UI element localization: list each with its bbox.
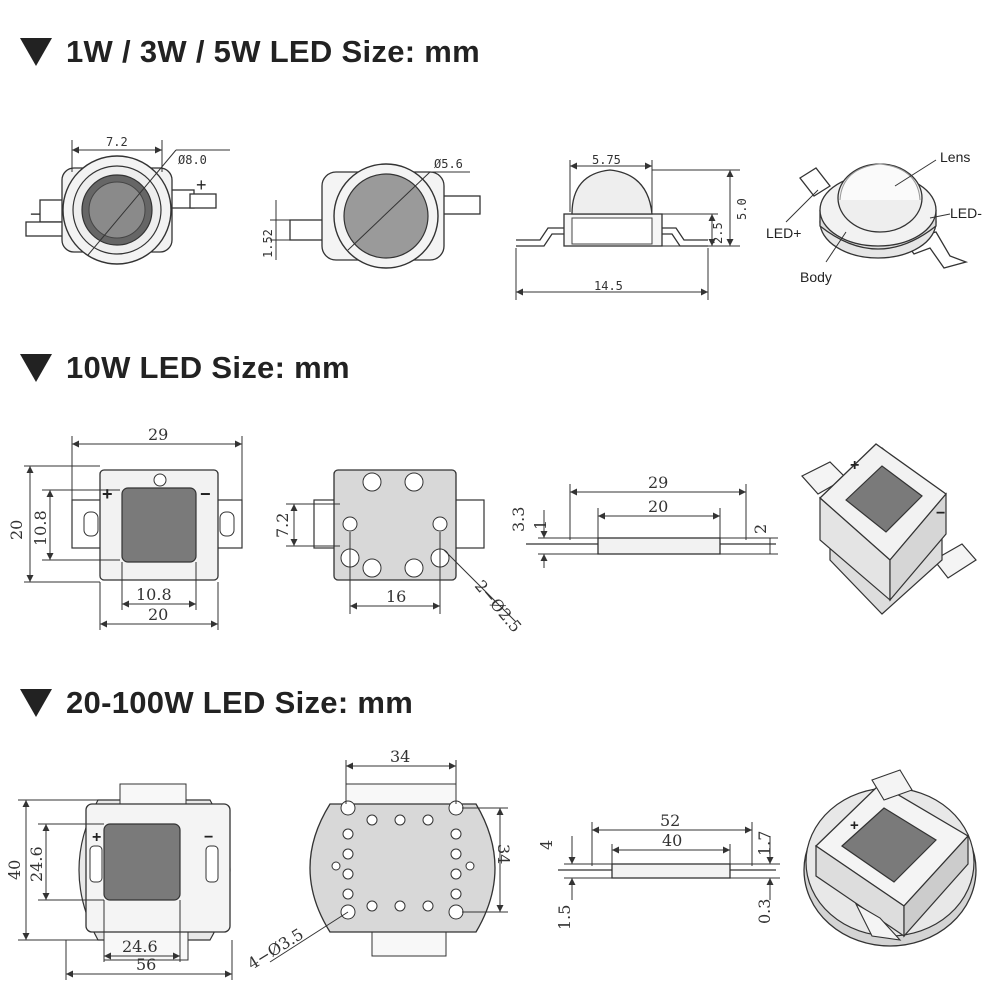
section-heading-small: 1W / 3W / 5W LED Size: mm bbox=[20, 34, 480, 70]
small-side-length-label: 14.5 bbox=[594, 279, 623, 293]
led10-iso-minus: − bbox=[936, 505, 945, 522]
led10-plus-sign: + bbox=[102, 484, 113, 504]
section-title: 20-100W LED Size: mm bbox=[66, 685, 414, 720]
iso-led-minus-label: LED- bbox=[950, 205, 982, 221]
section-title: 10W LED Size: mm bbox=[66, 350, 350, 385]
led10-side-h1-label: 3.3 bbox=[509, 507, 528, 532]
led100-front-view: 40 24.6 24.6 56 + − bbox=[5, 783, 233, 980]
small-back-diameter-label: Ø5.6 bbox=[434, 157, 463, 171]
led10-left-inner-label: 10.8 bbox=[31, 510, 50, 546]
small-led-back-view: Ø5.6 1.52 bbox=[261, 157, 481, 269]
led100-back-holes-label: 4−Ø3.5 bbox=[244, 924, 307, 973]
led100-bottom-width-label: 56 bbox=[136, 955, 156, 974]
led100-plus-sign: + bbox=[92, 829, 101, 846]
small-minus-sign: − bbox=[30, 204, 41, 224]
led10-back-height-label: 7.2 bbox=[273, 513, 292, 538]
led100-left-height-label: 40 bbox=[5, 860, 24, 880]
led10-side-inner-label: 20 bbox=[648, 497, 668, 516]
led100-back-top-label: 34 bbox=[390, 747, 410, 766]
led100-side-h3-label: 1.7 bbox=[755, 831, 774, 856]
led100-back-right-label: 34 bbox=[494, 844, 513, 864]
small-plus-sign: + bbox=[196, 175, 207, 195]
section-title: 1W / 3W / 5W LED Size: mm bbox=[66, 34, 480, 69]
small-side-body-label: 2.5 bbox=[711, 222, 725, 244]
led10-bottom-inner-label: 10.8 bbox=[136, 585, 172, 604]
small-front-width-label: 7.2 bbox=[106, 135, 128, 149]
small-led-iso-view: Lens LED+ LED- Body bbox=[766, 149, 982, 285]
led10-side-total-label: 29 bbox=[648, 473, 668, 492]
triangle-down-icon bbox=[20, 689, 52, 717]
led10-iso-view: + − bbox=[801, 443, 977, 615]
small-side-height-label: 5.0 bbox=[735, 198, 749, 220]
iso-body-label: Body bbox=[800, 269, 832, 285]
led10-side-h3-label: 2 bbox=[751, 524, 770, 534]
small-front-diameter-label: Ø8.0 bbox=[178, 153, 207, 167]
led10-bottom-width-label: 20 bbox=[148, 605, 168, 624]
triangle-down-icon bbox=[20, 354, 52, 382]
led100-iso-plus: + bbox=[850, 817, 859, 834]
led100-left-inner-label: 24.6 bbox=[27, 846, 46, 882]
led10-left-height-label: 20 bbox=[7, 520, 26, 540]
led10-iso-plus: + bbox=[850, 457, 859, 474]
triangle-down-icon bbox=[20, 38, 52, 66]
small-back-lead-label: 1.52 bbox=[261, 229, 275, 258]
led100-side-h2-label: 1.5 bbox=[555, 905, 574, 930]
led10-top-width-label: 29 bbox=[148, 425, 168, 444]
led100-side-view: 52 40 4 1.5 1.7 0.3 bbox=[537, 811, 780, 930]
led100-bottom-inner-label: 24.6 bbox=[122, 937, 158, 956]
small-led-front-view: 7.2 Ø8.0 + − bbox=[25, 135, 230, 265]
led10-front-view: 29 20 10.8 10.8 20 + − bbox=[7, 425, 243, 630]
led10-side-h2-label: 1 bbox=[531, 520, 550, 530]
small-led-side-view: 5.75 5.0 2.5 14.5 bbox=[515, 153, 749, 300]
led10-minus-sign: − bbox=[200, 484, 211, 504]
led100-side-h4-label: 0.3 bbox=[755, 899, 774, 924]
led10-side-view: 29 20 3.3 1 2 bbox=[509, 473, 778, 568]
led100-side-inner-label: 40 bbox=[662, 831, 682, 850]
led100-side-total-label: 52 bbox=[660, 811, 680, 830]
led10-back-view: 7.2 16 2−Ø2.5 bbox=[273, 469, 526, 636]
iso-lens-label: Lens bbox=[940, 149, 970, 165]
led10-back-width-label: 16 bbox=[386, 587, 406, 606]
led100-iso-view: + bbox=[803, 769, 977, 947]
section-heading-100w: 20-100W LED Size: mm bbox=[20, 685, 413, 721]
small-side-lens-label: 5.75 bbox=[592, 153, 621, 167]
led100-back-view: 34 34 4−Ø3.5 bbox=[244, 747, 513, 973]
led100-minus-sign: − bbox=[204, 829, 213, 846]
iso-led-plus-label: LED+ bbox=[766, 225, 801, 241]
led100-side-h1-label: 4 bbox=[537, 840, 556, 850]
section-heading-10w: 10W LED Size: mm bbox=[20, 350, 350, 386]
led10-back-holes-label: 2−Ø2.5 bbox=[471, 576, 526, 636]
